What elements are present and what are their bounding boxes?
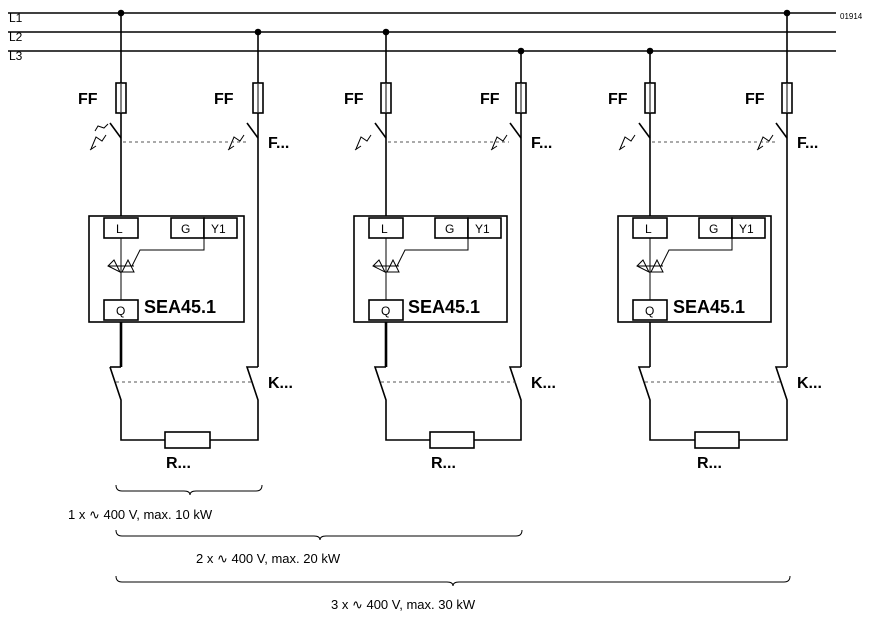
contactor-label: K...	[268, 375, 293, 392]
heater-circuit-3: L G Y1 Q SEA45.1 FF FF F... K... R...	[608, 9, 822, 472]
breaker-trip-icon	[94, 123, 109, 132]
heater-circuit-2: L G Y1 Q SEA45.1 FF FF F... K... R...	[344, 28, 556, 472]
breaker-contact	[246, 122, 259, 139]
heater-resistor	[694, 431, 740, 449]
terminal-q-label: Q	[381, 304, 390, 318]
terminal-g-label: G	[709, 222, 718, 236]
breaker-contact	[374, 122, 387, 139]
breaker-contact	[638, 122, 651, 139]
terminal-g-label: G	[445, 222, 454, 236]
controller-model-label: SEA45.1	[144, 297, 216, 317]
terminal-q-label: Q	[116, 304, 125, 318]
fuse-label: FF	[214, 91, 234, 108]
terminal-l-label: L	[645, 222, 652, 236]
breaker-contact	[109, 122, 122, 139]
fuse-label: FF	[608, 91, 628, 108]
fuse-label: FF	[480, 91, 500, 108]
controller-model-label: SEA45.1	[673, 297, 745, 317]
range-label-2: 2 x ∿ 400 V, max. 20 kW	[196, 551, 341, 566]
phase-label-l2: L2	[9, 30, 23, 44]
resistor-label: R...	[431, 455, 456, 472]
terminal-y1-label: Y1	[739, 222, 754, 236]
range-brace-3	[115, 575, 791, 587]
breaker-contact	[509, 122, 522, 139]
heater-circuit-1: L G Y1 Q SEA45.1 FF FF F... K... R...	[78, 9, 293, 472]
fuse-label: FF	[78, 91, 98, 108]
resistor-label: R...	[166, 455, 191, 472]
breaker-label: F...	[268, 135, 289, 152]
controller-model-label: SEA45.1	[408, 297, 480, 317]
phase-label-l1: L1	[9, 11, 23, 25]
breaker-label: F...	[531, 135, 552, 152]
heater-resistor	[429, 431, 475, 449]
terminal-l-label: L	[381, 222, 388, 236]
terminal-y1-label: Y1	[475, 222, 490, 236]
fuse-label: FF	[745, 91, 765, 108]
terminal-g-label: G	[181, 222, 190, 236]
terminal-q-label: Q	[645, 304, 654, 318]
resistor-label: R...	[697, 455, 722, 472]
breaker-contact	[775, 122, 788, 139]
diagram-id: 01914	[840, 12, 863, 21]
range-brace-1	[115, 484, 263, 496]
terminal-y1-label: Y1	[211, 222, 226, 236]
range-label-1: 1 x ∿ 400 V, max. 10 kW	[68, 507, 213, 522]
phase-label-l3: L3	[9, 49, 23, 63]
range-brace-2	[115, 529, 523, 541]
contactor-label: K...	[531, 375, 556, 392]
heater-resistor	[164, 431, 211, 449]
contactor-label: K...	[797, 375, 822, 392]
terminal-l-label: L	[116, 222, 123, 236]
terminal-y1	[203, 217, 238, 239]
fuse-label: FF	[344, 91, 364, 108]
breaker-label: F...	[797, 135, 818, 152]
range-label-3: 3 x ∿ 400 V, max. 30 kW	[331, 597, 476, 612]
